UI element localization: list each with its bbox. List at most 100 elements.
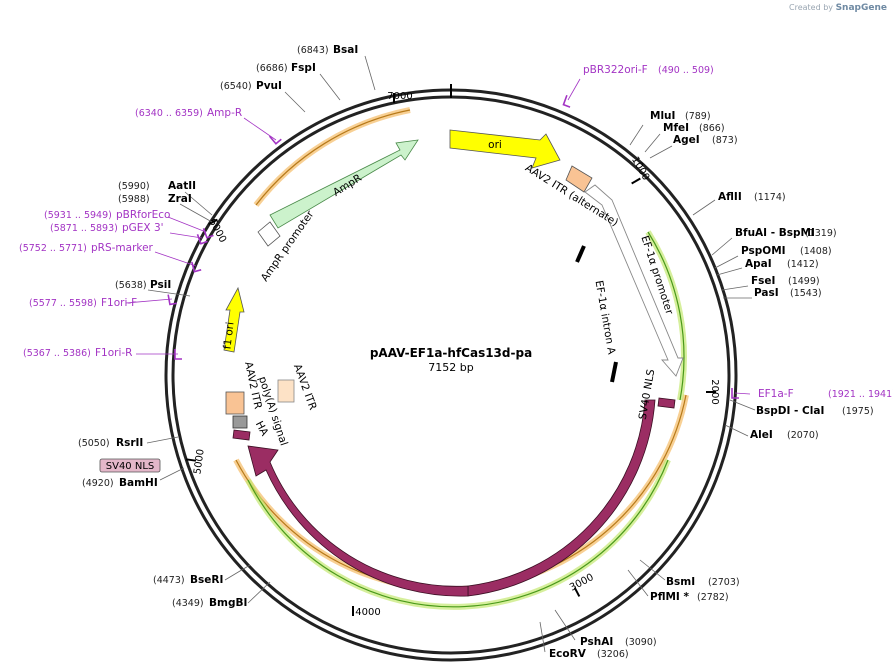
site-position: (6686) bbox=[256, 63, 288, 74]
cas13d-arrow-body[interactable] bbox=[467, 399, 656, 597]
ori-arrow[interactable] bbox=[449, 129, 561, 169]
site-name: BfuAI - BspMI bbox=[735, 227, 815, 239]
site-name: RsrII bbox=[116, 437, 143, 449]
primer-position: (1921 .. 1941) bbox=[828, 389, 893, 400]
primer-pbrforeco[interactable]: pBRforEco(5931 .. 5949) bbox=[44, 209, 214, 239]
site-ecorv[interactable]: (3206)EcoRV bbox=[539, 621, 629, 660]
feature-label-f1-ori: f1 ori bbox=[221, 321, 236, 350]
primer-name: pRS-marker bbox=[91, 242, 154, 254]
site-position: (1975) bbox=[842, 406, 874, 417]
primer-pbr322ori-f[interactable]: pBR322ori-F (490 .. 509) bbox=[562, 64, 714, 108]
site-pshai[interactable]: (3090)PshAI bbox=[554, 609, 657, 648]
site-alei[interactable]: (2070)AleI bbox=[724, 424, 819, 441]
tick-label: 7000 bbox=[387, 91, 412, 102]
tick-mark bbox=[573, 587, 581, 597]
primer-glyph bbox=[191, 261, 202, 273]
site-bseri[interactable]: (4473)BseRI bbox=[153, 564, 251, 586]
primer-position: (5577 .. 5598) bbox=[29, 298, 97, 309]
sv40-nls-right[interactable] bbox=[657, 397, 676, 409]
site-leader-line bbox=[179, 203, 213, 223]
f1-ori-arrow[interactable] bbox=[223, 286, 245, 353]
site-mfei[interactable]: (866) MfeI bbox=[644, 122, 725, 153]
site-name: ZraI bbox=[168, 193, 192, 205]
ef1a-promoter-arrow[interactable] bbox=[584, 184, 684, 377]
site-pasi[interactable]: (1543)PasI bbox=[723, 287, 822, 299]
site-name: BsmI bbox=[666, 576, 695, 588]
site-position: (2703) bbox=[708, 577, 740, 588]
site-aflii[interactable]: (1174)AflII bbox=[692, 191, 786, 216]
aav2-itr-left[interactable] bbox=[225, 391, 245, 415]
site-fsei[interactable]: (1499)FseI bbox=[721, 275, 820, 291]
tick-mark bbox=[185, 458, 197, 462]
site-bsai[interactable]: (6843)BsaI bbox=[297, 44, 376, 91]
site-zrai[interactable]: (5988) ZraI bbox=[118, 193, 213, 223]
site-name: MfeI bbox=[663, 122, 689, 134]
primer-prs-marker[interactable]: pRS-marker (5752 .. 5771) bbox=[19, 242, 202, 273]
tick-label: 6000 bbox=[206, 217, 228, 245]
site-position: (866) bbox=[699, 123, 725, 134]
primer-name: pGEX 3' bbox=[122, 222, 164, 234]
ampr-promoter-arrow[interactable] bbox=[257, 221, 281, 247]
site-apai[interactable]: (1412)ApaI bbox=[716, 258, 819, 276]
site-position: (1174) bbox=[754, 192, 786, 203]
cas13d-arrow-head[interactable] bbox=[247, 445, 469, 597]
site-leader-line bbox=[224, 564, 251, 581]
primer-amp-r[interactable]: Amp-R(6340 .. 6359) bbox=[135, 107, 282, 145]
site-aatii[interactable]: (5990)AatII bbox=[118, 180, 213, 216]
primer-f1ori-r[interactable]: F1ori-R(5367 .. 5386) bbox=[23, 347, 182, 360]
site-position: (1408) bbox=[800, 246, 832, 257]
site-leader-line bbox=[721, 285, 749, 291]
primer-f1ori-f[interactable]: F1ori-F(5577 .. 5598) bbox=[29, 293, 177, 309]
site-bsmi[interactable]: (2703) BsmI bbox=[639, 559, 740, 588]
primer-ef1a-f[interactable]: EF1a-F(1921 .. 1941) bbox=[731, 388, 893, 400]
site-leader-line bbox=[729, 399, 756, 411]
aav2-itr-right[interactable] bbox=[565, 165, 593, 193]
site-mlui[interactable]: (789)MluI bbox=[629, 110, 711, 146]
site-agei[interactable]: (873)AgeI bbox=[649, 134, 738, 159]
primer-pgex-3-[interactable]: pGEX 3'(5871 .. 5893) bbox=[50, 222, 208, 245]
site-position: (4920) bbox=[82, 478, 114, 489]
brand-prefix: Created by bbox=[789, 3, 834, 12]
aav2-itr-inner[interactable] bbox=[277, 379, 295, 403]
primer-position: (5752 .. 5771) bbox=[19, 243, 87, 254]
site-pvui[interactable]: (6540)PvuI bbox=[220, 80, 306, 113]
site-name: AleI bbox=[750, 429, 773, 441]
primer-leader-line bbox=[154, 251, 197, 267]
primer-name: pBR322ori-F bbox=[583, 64, 648, 76]
sv40-nls-left[interactable] bbox=[232, 429, 251, 441]
site-pspomi[interactable]: (1408) PspOMI bbox=[714, 245, 832, 269]
site-name: BmgBI bbox=[209, 597, 247, 609]
tick-mark bbox=[352, 606, 354, 616]
site-pflmi-[interactable]: (2782)PflMI * bbox=[627, 569, 729, 603]
site-bmgbi[interactable]: (4349)BmgBI bbox=[172, 581, 271, 609]
site-rsrii[interactable]: (5050) RsrII bbox=[78, 436, 179, 449]
snapgene-brand: Created by SnapGene bbox=[789, 3, 887, 13]
site-leader-line bbox=[364, 55, 376, 91]
primer-position: (490 .. 509) bbox=[658, 65, 714, 76]
ha-block[interactable] bbox=[232, 415, 248, 429]
site-name: MluI bbox=[650, 110, 675, 122]
ampr-arrow[interactable] bbox=[269, 139, 419, 229]
site-psii[interactable]: (5638)PsiI bbox=[115, 279, 191, 297]
site-leader-line bbox=[692, 199, 716, 216]
site-bfuai-bspmi[interactable]: (1319)BfuAI - BspMI bbox=[711, 227, 837, 256]
site-bspdi-clai[interactable]: (1975) BspDI - ClaI bbox=[729, 399, 874, 417]
tick-4000: 4000 bbox=[352, 606, 381, 618]
site-name: PsiI bbox=[150, 279, 171, 291]
primer-glyph bbox=[562, 95, 571, 108]
site-name: PspOMI bbox=[741, 245, 786, 257]
site-bamhi[interactable]: (4920)BamHI bbox=[82, 467, 185, 489]
site-name: ApaI bbox=[745, 258, 772, 270]
site-name: PvuI bbox=[256, 80, 282, 92]
site-name: BseRI bbox=[190, 574, 223, 586]
cas13d-inner-line bbox=[247, 459, 669, 608]
site-position: (5988) bbox=[118, 194, 150, 205]
site-name: EcoRV bbox=[549, 648, 587, 660]
site-position: (5050) bbox=[78, 438, 110, 449]
site-leader-line bbox=[319, 73, 341, 101]
site-name: BspDI - ClaI bbox=[756, 405, 824, 417]
site-name: PshAI bbox=[580, 636, 613, 648]
site-position: (5638) bbox=[115, 280, 147, 291]
sv40-nls-external-box[interactable] bbox=[99, 458, 161, 473]
site-fspi[interactable]: (6686)FspI bbox=[256, 62, 341, 101]
